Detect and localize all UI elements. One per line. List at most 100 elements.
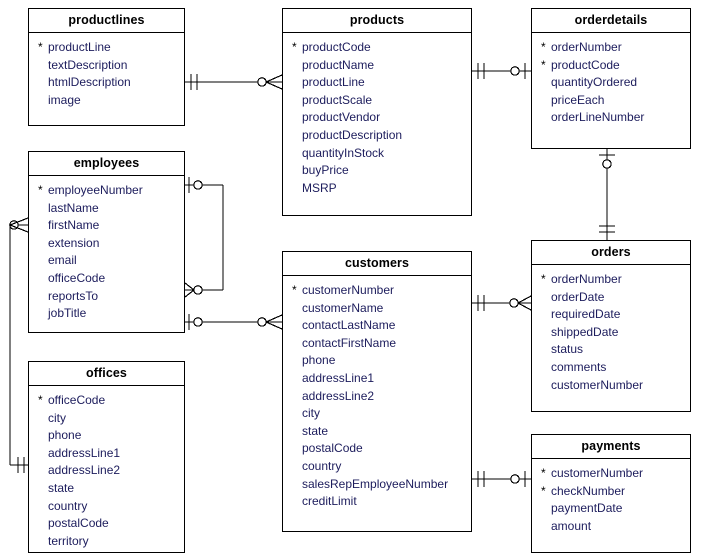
attribute-name: productDescription (302, 127, 403, 142)
attribute-row[interactable]: addressLine2 (283, 388, 471, 406)
attribute-row[interactable]: productName (283, 57, 471, 75)
attribute-row[interactable]: *orderNumber (532, 271, 690, 289)
attribute-row[interactable]: amount (532, 518, 690, 536)
attribute-row[interactable]: quantityInStock (283, 145, 471, 163)
attribute-row[interactable]: paymentDate (532, 500, 690, 518)
attribute-row[interactable]: creditLimit (283, 493, 471, 511)
attribute-row[interactable]: contactLastName (283, 317, 471, 335)
relationship-employees-employees[interactable] (184, 177, 224, 298)
attribute-name: checkNumber (551, 483, 626, 498)
attribute-row[interactable]: *customerNumber (283, 282, 471, 300)
entity-title-orders: orders (532, 241, 690, 265)
entity-title-payments: payments (532, 435, 690, 459)
attribute-row[interactable]: lastName (29, 200, 184, 218)
attribute-row[interactable]: comments (532, 359, 690, 377)
attribute-row[interactable]: state (29, 480, 184, 498)
entity-title-orderdetails: orderdetails (532, 9, 690, 33)
attribute-row[interactable]: *productCode (532, 57, 690, 75)
attribute-row[interactable]: postalCode (29, 515, 184, 533)
attribute-row[interactable]: officeCode (29, 270, 184, 288)
relationship-employees-customers[interactable] (185, 314, 283, 330)
attribute-name: orderNumber (551, 40, 622, 54)
attribute-row[interactable]: productScale (283, 92, 471, 110)
attribute-row[interactable]: *employeeNumber (29, 182, 184, 200)
attribute-name: contactFirstName (302, 335, 397, 350)
entity-title-customers: customers (283, 252, 471, 276)
relationship-products-orderdetails[interactable] (472, 63, 531, 79)
attribute-row[interactable]: htmlDescription (29, 74, 184, 92)
attribute-name: state (48, 480, 75, 495)
attribute-row[interactable]: productLine (283, 74, 471, 92)
attribute-row[interactable]: *productLine (29, 39, 184, 57)
attribute-name: requiredDate (551, 307, 621, 322)
attribute-name: postalCode (302, 441, 363, 456)
attribute-name: lastName (48, 200, 99, 215)
attribute-row[interactable]: reportsTo (29, 288, 184, 306)
attribute-row[interactable]: salesRepEmployeeNumber (283, 476, 471, 494)
attribute-row[interactable]: email (29, 252, 184, 270)
attribute-row[interactable]: firstName (29, 217, 184, 235)
attribute-row[interactable]: requiredDate (532, 306, 690, 324)
attribute-row[interactable]: *orderNumber (532, 39, 690, 57)
attribute-row[interactable]: phone (29, 427, 184, 445)
attribute-row[interactable]: shippedDate (532, 324, 690, 342)
relationship-orderdetails-orders[interactable] (599, 149, 615, 240)
attribute-name: customerName (302, 300, 384, 315)
attribute-row[interactable]: extension (29, 235, 184, 253)
attribute-row[interactable]: country (29, 498, 184, 516)
attribute-row[interactable]: buyPrice (283, 162, 471, 180)
attribute-row[interactable]: jobTitle (29, 305, 184, 323)
attribute-name: productLine (302, 75, 365, 90)
attribute-row[interactable]: *officeCode (29, 392, 184, 410)
attribute-row[interactable]: state (283, 423, 471, 441)
attribute-row[interactable]: *productCode (283, 39, 471, 57)
attribute-row[interactable]: image (29, 92, 184, 110)
relationship-offices-employees[interactable] (9, 217, 29, 473)
attribute-name: jobTitle (48, 306, 87, 321)
attribute-row[interactable]: addressLine1 (283, 370, 471, 388)
relationship-customers-payments[interactable] (472, 471, 531, 487)
attribute-row[interactable]: postalCode (283, 440, 471, 458)
attribute-name: salesRepEmployeeNumber (302, 476, 449, 491)
attribute-row[interactable]: country (283, 458, 471, 476)
attribute-name: shippedDate (551, 324, 619, 339)
attribute-row[interactable]: customerNumber (532, 377, 690, 395)
attribute-row[interactable]: addressLine2 (29, 462, 184, 480)
attribute-row[interactable]: productDescription (283, 127, 471, 145)
attribute-name: contactLastName (302, 318, 396, 333)
attribute-row[interactable]: city (283, 405, 471, 423)
attribute-row[interactable]: city (29, 410, 184, 428)
attribute-row[interactable]: phone (283, 352, 471, 370)
attribute-row[interactable]: MSRP (283, 180, 471, 198)
attribute-row[interactable]: *customerNumber (532, 465, 690, 483)
attribute-row[interactable]: addressLine1 (29, 445, 184, 463)
attribute-row[interactable]: priceEach (532, 92, 690, 110)
attribute-name: city (48, 410, 66, 425)
relationship-productlines-products[interactable] (185, 74, 283, 90)
attribute-row[interactable]: status (532, 341, 690, 359)
entity-title-products: products (283, 9, 471, 33)
primary-key-marker: * (541, 57, 546, 72)
attribute-row[interactable]: textDescription (29, 57, 184, 75)
attribute-row[interactable]: quantityOrdered (532, 74, 690, 92)
attribute-row[interactable]: *checkNumber (532, 483, 690, 501)
attribute-row[interactable]: productVendor (283, 109, 471, 127)
attribute-row[interactable]: orderLineNumber (532, 109, 690, 127)
attribute-row[interactable]: customerName (283, 300, 471, 318)
attribute-row[interactable]: territory (29, 533, 184, 551)
attribute-name: country (48, 498, 88, 513)
relationship-customers-orders[interactable] (472, 295, 532, 311)
attribute-row[interactable]: contactFirstName (283, 335, 471, 353)
attribute-row[interactable]: orderDate (532, 289, 690, 307)
